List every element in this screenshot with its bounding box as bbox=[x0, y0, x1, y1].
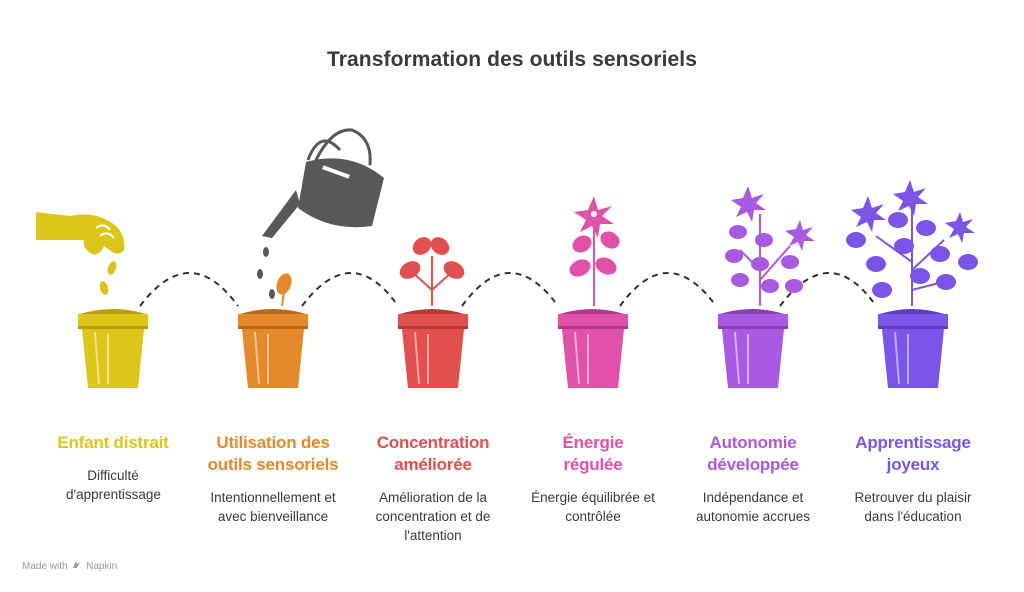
step-autonomie: Autonomie développée Indépendance et aut… bbox=[668, 432, 838, 526]
connector-1 bbox=[139, 272, 239, 307]
step-description: Indépendance et autonomie accrues bbox=[695, 490, 811, 524]
pot-purple bbox=[718, 186, 815, 388]
step-heading: Apprentissage joyeux bbox=[855, 433, 971, 474]
step-heading: Autonomie développée bbox=[707, 433, 799, 474]
step-enfant-distrait: Enfant distrait Difficulté d'apprentissa… bbox=[28, 432, 198, 504]
pot-yellow bbox=[78, 309, 148, 388]
step-description: Énergie équilibrée et contrôlée bbox=[531, 490, 655, 524]
water-drops bbox=[257, 247, 275, 299]
napkin-logo-icon bbox=[72, 560, 81, 572]
step-description: Amélioration de la concentration et de l… bbox=[375, 490, 491, 543]
napkin-brand-text: Napkin bbox=[86, 561, 118, 572]
pot-red bbox=[398, 237, 468, 388]
dashed-connectors bbox=[139, 272, 877, 307]
connector-3 bbox=[461, 272, 559, 307]
connector-2 bbox=[301, 272, 399, 307]
made-with-text: Made with bbox=[22, 561, 68, 572]
pot-orange bbox=[238, 273, 308, 388]
step-energie: Énergie régulée Énergie équilibrée et co… bbox=[508, 432, 678, 526]
page-title: Transformation des outils sensoriels bbox=[326, 48, 698, 71]
step-description: Intentionnellement et avec bienveillance bbox=[210, 490, 336, 524]
step-heading: Enfant distrait bbox=[57, 433, 169, 452]
step-description: Retrouver du plaisir dans l'éducation bbox=[854, 490, 972, 524]
illustration bbox=[36, 128, 978, 388]
footer-made-with: Made with Napkin bbox=[22, 560, 117, 572]
connector-5 bbox=[779, 272, 877, 307]
step-heading: Énergie régulée bbox=[562, 433, 624, 474]
watering-can-icon bbox=[262, 128, 384, 238]
step-apprentissage: Apprentissage joyeux Retrouver du plaisi… bbox=[828, 432, 998, 526]
pot-pink bbox=[558, 196, 628, 388]
pot-violet bbox=[846, 180, 978, 388]
step-concentration: Concentration améliorée Amélioration de … bbox=[348, 432, 518, 545]
step-utilisation-outils: Utilisation des outils sensoriels Intent… bbox=[188, 432, 358, 526]
step-heading: Concentration améliorée bbox=[376, 433, 490, 474]
step-description: Difficulté d'apprentissage bbox=[66, 468, 161, 502]
hand-icon bbox=[36, 212, 125, 295]
step-heading: Utilisation des outils sensoriels bbox=[207, 433, 339, 474]
connector-4 bbox=[619, 272, 717, 307]
